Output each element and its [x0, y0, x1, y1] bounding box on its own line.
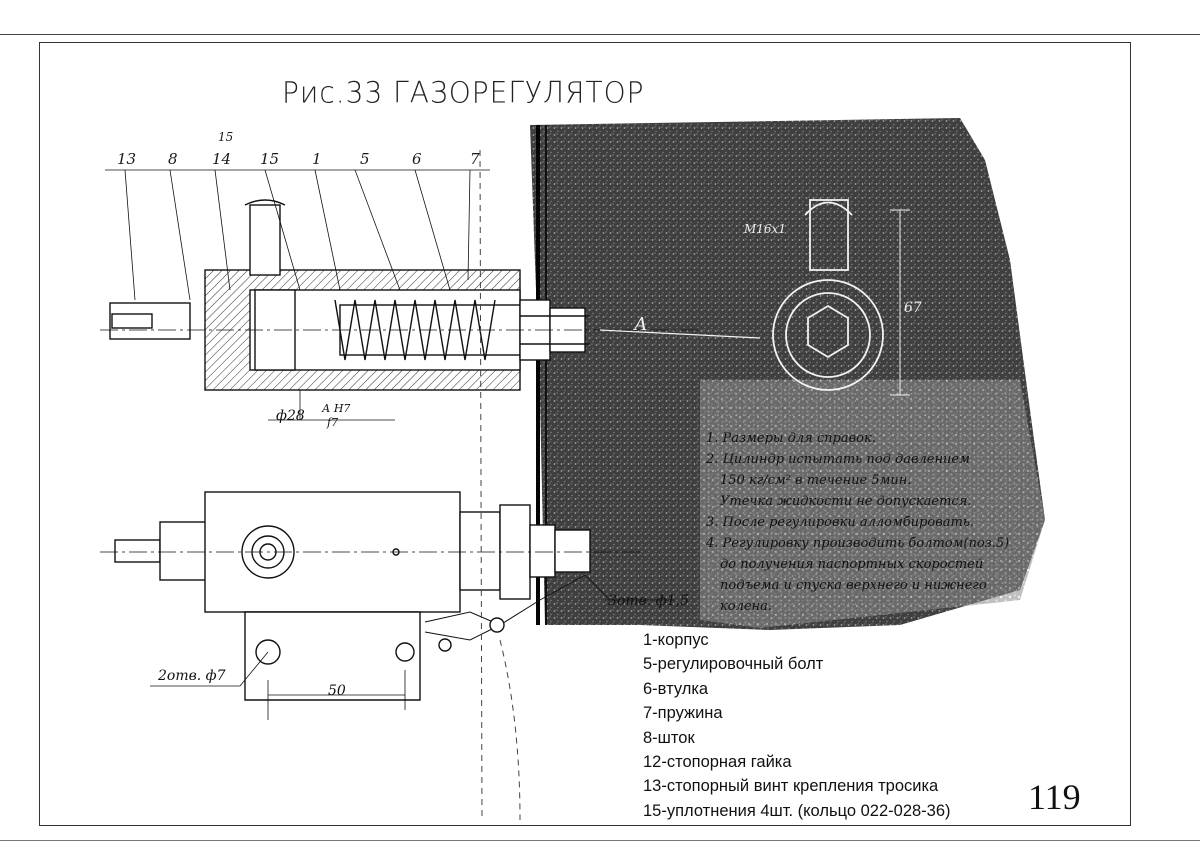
legend-item: 6-втулка	[643, 679, 709, 698]
legend-item: 7-пружина	[643, 704, 723, 723]
section-label: А	[634, 314, 648, 335]
note-line: 3. После регулировки алломбировать.	[706, 515, 975, 530]
cut-lines	[479, 149, 521, 821]
dark-scan-region	[530, 118, 1045, 630]
note-line: до получения паспортных скоростей	[720, 557, 984, 572]
fit-callout: А Н7	[322, 402, 351, 415]
note-line: 1. Размеры для справок.	[706, 431, 876, 446]
technical-notes: 1. Размеры для справок. 2. Цилиндр испыт…	[706, 428, 1036, 617]
dimension-67: 67	[904, 300, 922, 316]
part-label-6: 6	[412, 150, 422, 168]
scan-bottom-edge	[0, 840, 1200, 841]
part-label-7: 7	[470, 150, 480, 168]
drawing-frame	[39, 42, 1131, 826]
legend-item: 13-стопорный винт крепления тросика	[643, 777, 939, 796]
diameter-callout: ф28	[276, 408, 305, 424]
note-line: Утечка жидкости не допускается.	[720, 494, 972, 509]
outer-view	[100, 491, 675, 720]
note-line: 2. Цилиндр испытать под давлением	[706, 452, 970, 467]
note-line: 150 кг/см² в течение 5мин.	[720, 473, 912, 488]
note-line: 4. Регулировку производить болтом(поз.5)	[706, 536, 1010, 551]
part-label-13: 13	[117, 150, 137, 168]
legend-item: 1-корпус	[643, 631, 709, 649]
part-label-15: 15	[260, 150, 280, 168]
part-label-5: 5	[360, 150, 370, 168]
legend-item: 12-стопорная гайка	[643, 753, 792, 772]
scan-top-edge	[0, 34, 1200, 35]
holes-callout-3: 3отв. ф1,5	[608, 593, 689, 609]
parts-legend: 1-корпус 5-регулировочный болт 6-втулка …	[643, 628, 951, 823]
part-label-1: 1	[312, 150, 322, 168]
section-view	[100, 169, 700, 421]
note-line: подъема и спуска верхнего и нижнего	[720, 578, 987, 593]
legend-item: 15-уплотнения 4шт. (кольцо 022-028-36)	[643, 801, 951, 820]
fit-callout-lower: f7	[327, 416, 339, 429]
page-number: 119	[1028, 777, 1081, 817]
part-label-14: 14	[212, 150, 232, 168]
top-mark: 15	[218, 130, 234, 144]
note-line: колена.	[720, 599, 773, 614]
part-label-8: 8	[168, 150, 178, 168]
thread-callout: М16х1	[744, 222, 786, 236]
holes-callout-2: 2отв. ф7	[158, 668, 226, 684]
legend-item: 5-регулировочный болт	[643, 655, 824, 674]
figure-title: Рис.33 ГАЗОРЕГУЛЯТОР	[282, 75, 645, 110]
dimension-50: 50	[328, 683, 346, 699]
end-view	[599, 199, 910, 396]
legend-item: 8-шток	[643, 728, 695, 747]
